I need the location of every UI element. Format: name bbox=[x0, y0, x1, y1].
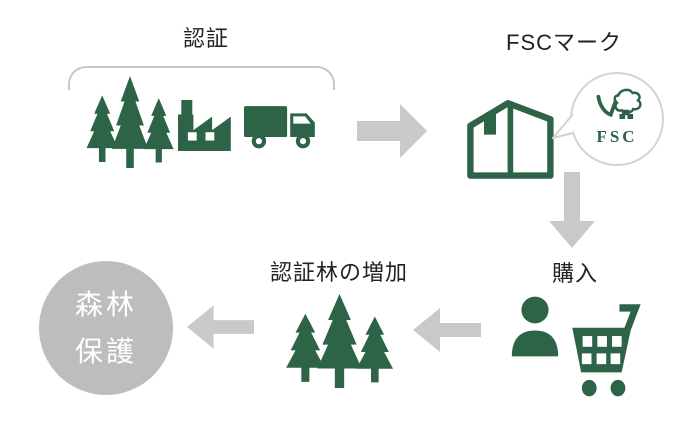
forest-protection-line1: 森林 bbox=[74, 289, 137, 320]
person-icon bbox=[511, 296, 559, 357]
arrow-left-icon bbox=[187, 305, 254, 349]
forest-protection-line2: 保護 bbox=[74, 336, 137, 367]
forest-protection-badge: 森林 保護 bbox=[39, 261, 173, 395]
certified-forest-increase-label: 認証林の増加 bbox=[270, 260, 409, 285]
truck-icon bbox=[244, 106, 315, 149]
arrow-left-icon bbox=[413, 308, 481, 352]
box-icon bbox=[467, 100, 554, 179]
shopping-cart-icon bbox=[572, 304, 641, 397]
fsc-logo-icon bbox=[596, 88, 642, 120]
certification-bracket bbox=[68, 66, 335, 90]
purchase-label: 購入 bbox=[552, 261, 599, 286]
trees-icon bbox=[286, 294, 394, 388]
factory-icon bbox=[178, 100, 231, 151]
certification-label: 認証 bbox=[183, 26, 230, 51]
fsc-logo-bubble: FSC bbox=[570, 72, 664, 166]
fsc-logo-text: FSC bbox=[596, 127, 638, 146]
fsc-bubble-tail bbox=[552, 113, 574, 139]
trees-icon bbox=[86, 76, 174, 168]
arrow-right-icon bbox=[357, 104, 427, 158]
arrow-down-icon bbox=[549, 172, 595, 248]
fsc-mark-label: FSCマーク bbox=[506, 30, 623, 55]
